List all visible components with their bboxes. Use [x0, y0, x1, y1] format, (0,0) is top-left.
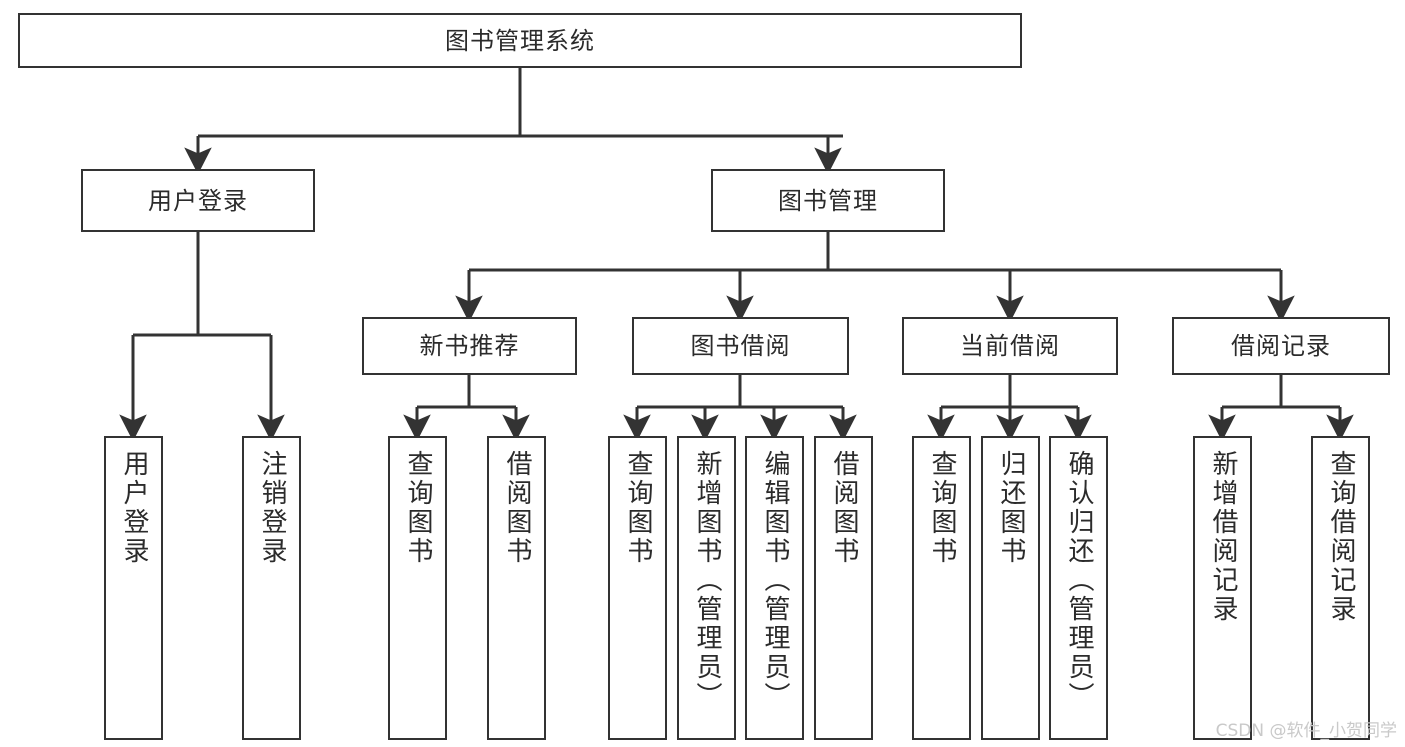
leaf-new-book-query[interactable]: 查询图书 — [388, 436, 447, 740]
leaf-borrow-query-book[interactable]: 查询图书 — [608, 436, 667, 740]
node-book-management[interactable]: 图书管理 — [711, 169, 945, 232]
node-label: 图书借阅 — [690, 332, 791, 360]
csdn-watermark: CSDN @软件_小贺同学 — [1215, 721, 1397, 741]
node-label: 图书管理 — [778, 186, 878, 215]
node-label: 新书推荐 — [419, 332, 520, 360]
node-label: 新增图书（管理员） — [692, 450, 723, 711]
node-new-book-recommend[interactable]: 新书推荐 — [362, 317, 577, 375]
node-label: 借阅记录 — [1231, 332, 1331, 360]
node-label: 用户登录 — [119, 450, 150, 566]
node-borrow-records[interactable]: 借阅记录 — [1172, 317, 1390, 375]
node-label: 查询借阅记录 — [1326, 450, 1357, 624]
node-root-library-system[interactable]: 图书管理系统 — [18, 13, 1022, 68]
node-label: 查询图书 — [403, 450, 434, 566]
leaf-current-return-book[interactable]: 归还图书 — [981, 436, 1040, 740]
node-label: 用户登录 — [148, 186, 248, 215]
leaf-borrow-edit-book-admin[interactable]: 编辑图书（管理员） — [745, 436, 804, 740]
node-label: 注销登录 — [257, 450, 288, 566]
node-label: 查询图书 — [623, 450, 654, 566]
node-label: 查询图书 — [927, 450, 958, 566]
leaf-current-query-book[interactable]: 查询图书 — [912, 436, 971, 740]
node-label: 归还图书 — [996, 450, 1027, 566]
node-current-borrow[interactable]: 当前借阅 — [902, 317, 1118, 375]
node-label: 新增借阅记录 — [1208, 450, 1239, 624]
node-user-login[interactable]: 用户登录 — [81, 169, 315, 232]
leaf-user-login-signout[interactable]: 注销登录 — [242, 436, 301, 740]
leaf-new-book-borrow[interactable]: 借阅图书 — [487, 436, 546, 740]
node-label: 编辑图书（管理员） — [760, 450, 791, 711]
node-label: 当前借阅 — [960, 332, 1060, 360]
leaf-borrow-add-book-admin[interactable]: 新增图书（管理员） — [677, 436, 736, 740]
leaf-user-login-signin[interactable]: 用户登录 — [104, 436, 163, 740]
node-label: 借阅图书 — [829, 450, 860, 566]
node-label: 图书管理系统 — [445, 26, 595, 55]
node-label: 借阅图书 — [502, 450, 533, 566]
leaf-records-query-record[interactable]: 查询借阅记录 — [1311, 436, 1370, 740]
node-book-borrow[interactable]: 图书借阅 — [632, 317, 849, 375]
leaf-borrow-borrow-book[interactable]: 借阅图书 — [814, 436, 873, 740]
leaf-records-add-record[interactable]: 新增借阅记录 — [1193, 436, 1252, 740]
leaf-current-confirm-return-admin[interactable]: 确认归还（管理员） — [1049, 436, 1108, 740]
node-label: 确认归还（管理员） — [1064, 450, 1095, 711]
